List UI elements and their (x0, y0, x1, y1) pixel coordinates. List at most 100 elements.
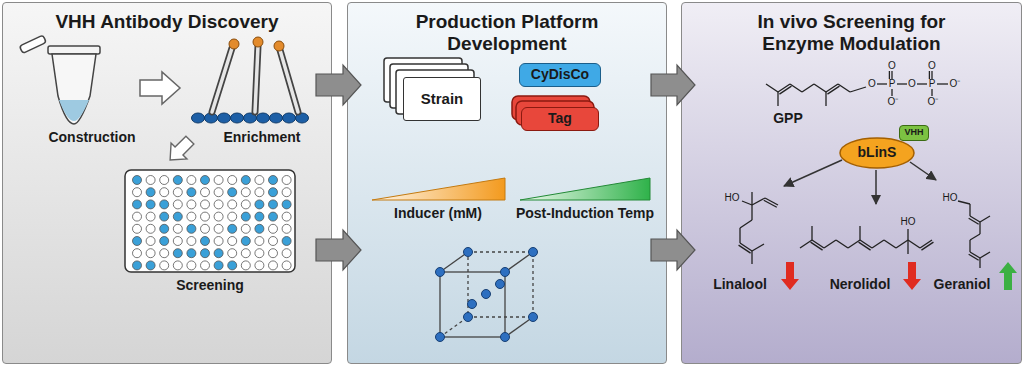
illustration-part (212, 48, 232, 112)
illustration-part (241, 212, 250, 221)
illustration-part (811, 242, 823, 250)
atom-label: O⁻ (888, 96, 899, 108)
illustration-part (970, 216, 980, 222)
illustration-part (740, 220, 752, 228)
illustration-part (970, 252, 980, 258)
illustration-part (280, 50, 298, 112)
illustration-part (897, 83, 907, 84)
enzyme-ellipse: bLinSVHH (839, 137, 915, 169)
illustration-part (282, 237, 291, 246)
illustration-part (146, 176, 155, 185)
illustration-part (228, 188, 237, 197)
illustration-part (146, 188, 155, 197)
illustration-part (274, 41, 284, 51)
illustration-part (282, 200, 291, 209)
illustration-part (970, 234, 980, 240)
illustration-part (464, 313, 473, 322)
illustration-part (241, 261, 250, 270)
tube-icon (19, 35, 100, 124)
illustration-part (777, 92, 778, 106)
illustration-part (752, 244, 764, 251)
step-label: Nerolidol (830, 276, 891, 292)
illustration-part (969, 254, 979, 260)
illustration-part (187, 224, 196, 233)
illustration-part (505, 252, 533, 272)
step-label: Inducer (mM) (394, 205, 482, 221)
illustration-part (501, 333, 510, 342)
illustration-part (739, 228, 740, 243)
illustration-part (896, 240, 908, 248)
illustration-part (979, 258, 980, 268)
illustration-part (218, 113, 231, 123)
illustration-part (516, 101, 594, 125)
illustration-part (160, 212, 169, 221)
illustration-part (255, 188, 264, 197)
step-label: Construction (48, 129, 135, 145)
illustration-part (958, 201, 970, 204)
illustration-part (214, 188, 223, 197)
illustration-part (241, 237, 250, 246)
illustration-part (214, 261, 223, 270)
illustration-part (173, 249, 182, 258)
step-label: Screening (176, 277, 244, 293)
illustration-part (241, 176, 250, 185)
illustration-part (173, 188, 182, 197)
illustration-part (850, 87, 866, 92)
illustration-part (214, 200, 223, 209)
illustration-part (212, 48, 232, 112)
illustration-part (146, 224, 155, 233)
illustration-part (884, 240, 896, 248)
box-label: Tag (548, 111, 572, 126)
illustration-part (752, 198, 765, 205)
illustration-part (187, 188, 196, 197)
panel: In vivo Screening for Enzyme Modulationb… (681, 2, 1022, 364)
box-label: Strain (421, 91, 464, 108)
illustration-part (505, 317, 533, 337)
step-arrow (162, 132, 198, 168)
illustration-part (512, 96, 590, 120)
illustration-part (917, 83, 927, 84)
illustration-part (859, 226, 860, 240)
illustration-part (969, 218, 979, 224)
illustration-part (269, 237, 278, 246)
illustration-part (436, 248, 538, 342)
illustration-part (814, 84, 826, 92)
illustration-part (133, 188, 142, 197)
illustration-part (173, 237, 182, 246)
illustration-part (931, 71, 932, 79)
illustration-part (529, 313, 538, 322)
illustration-part (910, 162, 936, 180)
illustration-part (255, 200, 264, 209)
illustration-part (192, 113, 205, 123)
illustration-part (908, 240, 920, 248)
illustration-part (52, 54, 96, 124)
illustration-part (146, 212, 155, 221)
illustration-part (468, 252, 533, 317)
illustration-part (133, 200, 142, 209)
illustration-part (255, 176, 264, 185)
flow-arrow (651, 65, 695, 105)
illustration-part (228, 176, 237, 185)
atom-label: HO (901, 216, 916, 228)
illustration-part (464, 248, 473, 257)
phage-display (192, 37, 309, 123)
decrease-arrow (903, 262, 921, 290)
flow-arrow (316, 65, 361, 105)
atom-label: P (889, 78, 896, 90)
product-arrows (784, 160, 936, 204)
illustration-part (907, 229, 908, 240)
cydisco-box: CyDisCo (519, 63, 601, 87)
illustration-part (282, 212, 291, 221)
step-label: Linalool (713, 276, 767, 292)
illustration-part (241, 200, 250, 209)
illustration-part (229, 39, 239, 49)
illustration-part (969, 204, 970, 216)
illustration-part (931, 89, 932, 96)
flow-arrow (316, 230, 361, 270)
illustration-part (269, 224, 278, 233)
atom-label: O⁻ (950, 78, 961, 90)
illustration-part (228, 200, 237, 209)
illustration-part (836, 240, 848, 248)
illustration-part (201, 261, 210, 270)
